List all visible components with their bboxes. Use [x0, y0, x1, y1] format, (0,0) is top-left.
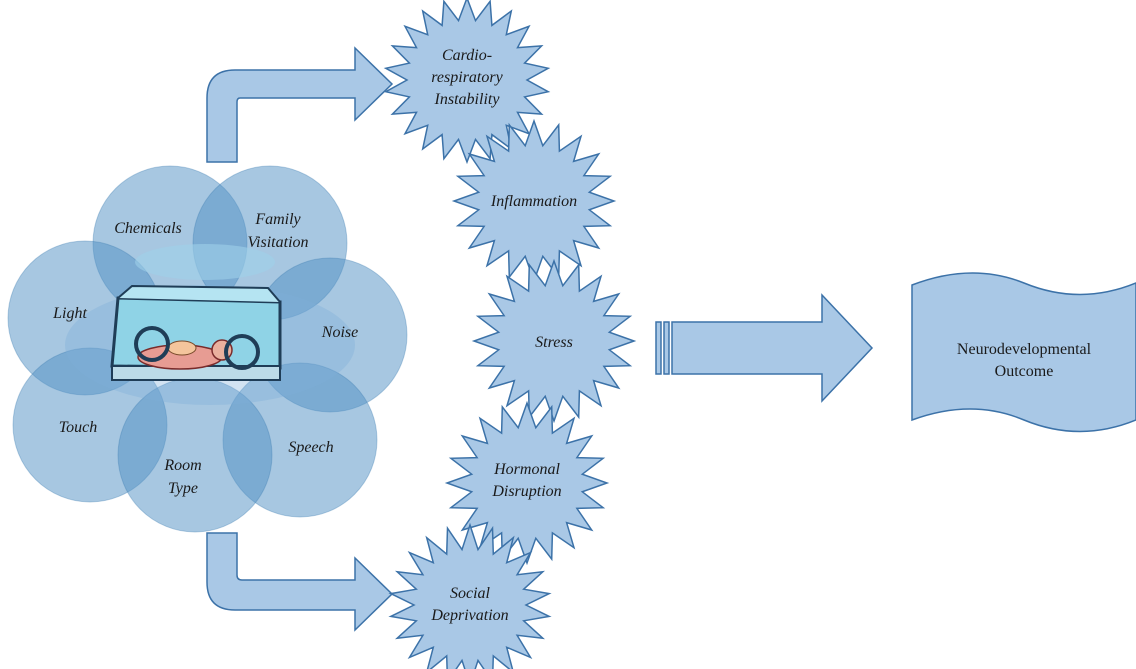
burst-hormonal: [444, 400, 610, 566]
outcome-arrow: [655, 293, 874, 403]
factor-circles: [7, 165, 408, 533]
effect-label-stress: Stress: [535, 334, 573, 351]
lower-bent-arrow: [206, 532, 394, 632]
outcome-label-line2: Outcome: [995, 363, 1054, 380]
factor-label-chemicals: Chemicals: [114, 220, 182, 237]
factor-label-light: Light: [52, 305, 87, 322]
factor-label-visitation: Visitation: [247, 234, 308, 251]
effect-label-social-2: Deprivation: [430, 607, 508, 624]
effect-label-social-1: Social: [450, 585, 491, 602]
factor-label-family: Family: [254, 211, 301, 228]
effect-label-cardio-2: respiratory: [431, 69, 503, 86]
effect-label-hormonal-1: Hormonal: [493, 461, 560, 478]
effect-label-hormonal-2: Disruption: [491, 483, 561, 500]
effect-label-cardio-3: Instability: [434, 91, 501, 108]
factor-label-noise: Noise: [321, 324, 358, 341]
factor-label-room: Room: [163, 457, 201, 474]
effect-label-cardio-1: Cardio-: [442, 47, 492, 64]
burst-stress: [471, 258, 637, 424]
burst-social: [388, 522, 552, 669]
factor-label-touch: Touch: [59, 419, 98, 436]
outcome-label-line1: Neurodevelopmental: [957, 341, 1092, 358]
factor-label-speech: Speech: [288, 439, 333, 456]
outcome-box: [911, 272, 1136, 433]
effect-label-inflammation: Inflammation: [490, 193, 577, 210]
burst-cardio-respiratory: [383, 0, 551, 165]
incubator-illustration: [65, 244, 355, 405]
upper-bent-arrow: [206, 46, 394, 163]
factor-label-type: Type: [168, 480, 198, 497]
